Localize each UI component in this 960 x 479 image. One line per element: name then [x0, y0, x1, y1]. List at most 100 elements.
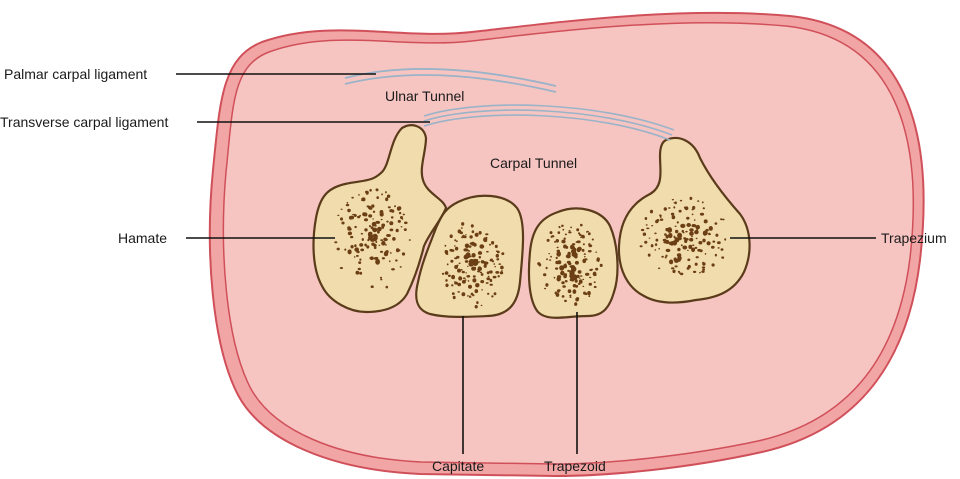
spongy-speck — [673, 206, 675, 208]
spongy-speck — [373, 244, 377, 247]
spongy-speck — [366, 245, 369, 248]
spongy-speck — [574, 249, 576, 251]
spongy-speck — [369, 189, 372, 192]
spongy-speck — [589, 269, 592, 271]
spongy-speck — [564, 238, 566, 240]
spongy-speck — [468, 280, 470, 282]
spongy-speck — [692, 224, 697, 227]
spongy-speck — [483, 237, 487, 242]
spongy-speck — [656, 239, 659, 242]
spongy-speck — [580, 275, 583, 277]
spongy-speck — [572, 243, 575, 245]
spongy-speck — [674, 236, 676, 238]
spongy-speck — [380, 210, 384, 214]
spongy-speck — [341, 209, 343, 210]
spongy-speck — [468, 285, 472, 289]
spongy-speck — [562, 295, 565, 298]
spongy-speck — [368, 232, 372, 237]
spongy-speck — [356, 255, 359, 257]
spongy-speck — [643, 233, 646, 236]
spongy-speck — [358, 194, 360, 195]
spongy-speck — [595, 275, 597, 276]
spongy-speck — [696, 238, 698, 239]
spongy-speck — [651, 244, 654, 247]
spongy-speck — [356, 252, 358, 253]
spongy-speck — [386, 286, 389, 289]
spongy-speck — [347, 228, 351, 231]
spongy-speck — [501, 270, 503, 271]
spongy-speck — [457, 283, 461, 286]
spongy-speck — [463, 248, 468, 251]
spongy-speck — [674, 259, 678, 263]
spongy-speck — [380, 251, 383, 253]
spongy-speck — [465, 244, 469, 249]
spongy-speck — [677, 233, 682, 239]
spongy-speck — [349, 216, 353, 220]
spongy-speck — [348, 249, 352, 254]
spongy-speck — [361, 199, 364, 201]
spongy-speck — [682, 246, 687, 250]
spongy-speck — [487, 293, 489, 295]
spongy-speck — [469, 295, 471, 297]
spongy-speck — [565, 280, 568, 282]
spongy-speck — [496, 258, 499, 260]
spongy-speck — [376, 237, 378, 238]
spongy-speck — [569, 297, 571, 298]
spongy-speck — [359, 259, 361, 261]
spongy-speck — [389, 209, 393, 212]
spongy-speck — [467, 266, 469, 267]
spongy-speck — [588, 232, 591, 235]
spongy-speck — [655, 243, 657, 246]
spongy-speck — [472, 253, 476, 258]
spongy-speck — [690, 197, 693, 200]
spongy-speck — [450, 234, 453, 238]
spongy-speck — [576, 297, 579, 300]
spongy-speck — [404, 228, 407, 231]
spongy-speck — [352, 214, 355, 216]
spongy-speck — [669, 260, 673, 265]
spongy-speck — [678, 271, 680, 273]
spongy-speck — [364, 218, 368, 221]
spongy-speck — [496, 254, 499, 258]
spongy-speck — [392, 237, 396, 241]
spongy-speck — [362, 240, 364, 241]
spongy-speck — [494, 292, 497, 295]
spongy-speck — [386, 234, 391, 237]
spongy-speck — [495, 271, 499, 274]
spongy-speck — [475, 305, 478, 308]
spongy-speck — [702, 201, 704, 203]
spongy-speck — [457, 269, 461, 273]
spongy-speck — [645, 217, 648, 220]
spongy-speck — [486, 251, 489, 253]
spongy-speck — [721, 248, 724, 251]
spongy-speck — [457, 265, 459, 267]
spongy-speck — [569, 273, 574, 279]
spongy-speck — [675, 201, 677, 204]
spongy-speck — [337, 215, 339, 216]
spongy-speck — [699, 272, 701, 274]
spongy-speck — [340, 267, 343, 269]
spongy-speck — [594, 286, 597, 288]
spongy-speck — [547, 239, 550, 242]
spongy-speck — [453, 296, 456, 299]
spongy-speck — [472, 278, 476, 282]
spongy-speck — [577, 240, 581, 243]
spongy-speck — [458, 276, 462, 280]
spongy-speck — [711, 246, 715, 249]
spongy-speck — [497, 251, 500, 254]
spongy-speck — [545, 283, 548, 287]
label-capitate: Capitate — [432, 458, 484, 474]
spongy-speck — [687, 250, 689, 251]
spongy-speck — [347, 209, 351, 212]
spongy-speck — [389, 260, 391, 262]
spongy-speck — [358, 268, 361, 270]
spongy-speck — [679, 210, 682, 213]
spongy-speck — [680, 224, 685, 228]
spongy-speck — [581, 235, 585, 237]
spongy-speck — [562, 285, 566, 288]
spongy-speck — [359, 243, 363, 247]
spongy-speck — [691, 236, 693, 237]
spongy-speck — [570, 227, 572, 229]
spongy-speck — [498, 263, 501, 265]
spongy-speck — [589, 277, 591, 278]
